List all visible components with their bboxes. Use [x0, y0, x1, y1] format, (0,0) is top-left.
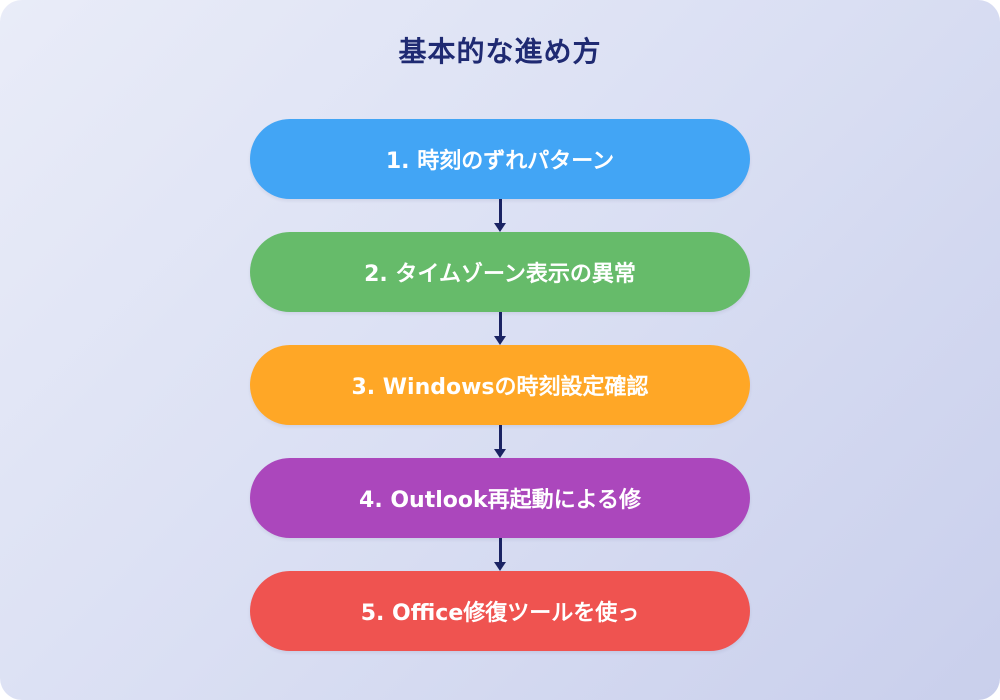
arrow-line	[499, 199, 502, 226]
arrow-line	[499, 425, 502, 452]
step-3: 3. Windowsの時刻設定確認	[250, 345, 750, 425]
arrow-2-to-3	[250, 312, 750, 345]
diagram-title: 基本的な進め方	[398, 35, 602, 68]
arrow-down-icon	[494, 449, 506, 458]
arrow-line	[499, 312, 502, 339]
step-2: 2. タイムゾーン表示の異常	[250, 232, 750, 312]
flow-steps: 1. 時刻のずれパターン 2. タイムゾーン表示の異常 3. Windowsの時…	[250, 119, 750, 651]
step-3-label: 3. Windowsの時刻設定確認	[351, 375, 649, 400]
step-2-label: 2. タイムゾーン表示の異常	[364, 262, 636, 287]
step-5-label: 5. Office修復ツールを使っ	[360, 601, 640, 626]
arrow-1-to-2	[250, 199, 750, 232]
arrow-4-to-5	[250, 538, 750, 571]
arrow-down-icon	[494, 562, 506, 571]
arrow-down-icon	[494, 336, 506, 345]
step-1-label: 1. 時刻のずれパターン	[385, 149, 615, 174]
step-5: 5. Office修復ツールを使っ	[250, 571, 750, 651]
arrow-3-to-4	[250, 425, 750, 458]
step-4: 4. Outlook再起動による修	[250, 458, 750, 538]
step-4-label: 4. Outlook再起動による修	[359, 488, 641, 513]
step-1: 1. 時刻のずれパターン	[250, 119, 750, 199]
arrow-line	[499, 538, 502, 565]
arrow-down-icon	[494, 223, 506, 232]
